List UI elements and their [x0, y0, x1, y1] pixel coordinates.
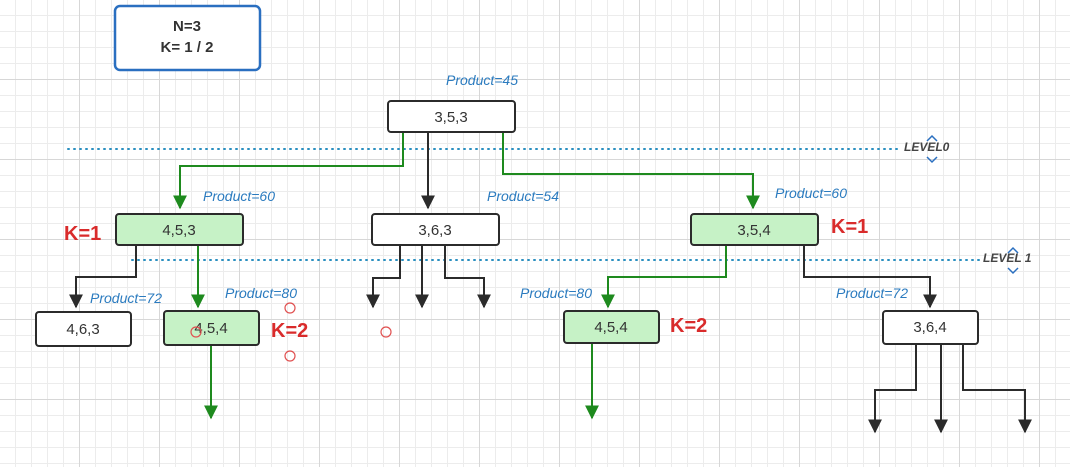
node-l1-left[interactable]: 4,5,3: [115, 213, 244, 246]
k-label-l2-c: K=2: [670, 315, 707, 337]
node-l1-mid-label: 3,6,3: [418, 222, 451, 239]
product-label-l2-b: Product=80: [225, 285, 297, 301]
edge-mid-1: [366, 246, 401, 309]
edge-left-a: [69, 246, 137, 309]
product-label-root: Product=45: [446, 72, 518, 88]
node-l1-right[interactable]: 3,5,4: [690, 213, 819, 246]
node-l2-a-label: 4,6,3: [66, 321, 99, 338]
product-label-l1-left: Product=60: [203, 188, 275, 204]
info-box-line1: N=3: [173, 18, 201, 35]
edge-root-left: [173, 133, 404, 210]
node-root-label: 3,5,3: [434, 109, 467, 126]
edge-root-right: [502, 133, 760, 210]
selection-handle[interactable]: [284, 302, 296, 314]
k-label-l1-left: K=1: [64, 223, 101, 245]
edge-d-3: [962, 345, 1032, 434]
level0-label: LEVEL0: [904, 140, 950, 154]
info-box[interactable]: N=3 K= 1 / 2: [113, 4, 262, 72]
product-label-l1-mid: Product=54: [487, 188, 559, 204]
node-l2-b-label: 4,5,4: [194, 320, 227, 337]
node-l1-left-label: 4,5,3: [162, 222, 195, 239]
info-box-line2: K= 1 / 2: [161, 39, 214, 56]
level1-anchor-icon: [1007, 246, 1019, 275]
edge-d-1: [868, 345, 917, 434]
selection-handle[interactable]: [190, 326, 202, 338]
k-label-l2-b: K=2: [271, 320, 308, 342]
node-l2-b[interactable]: 4,5,4: [163, 310, 260, 346]
product-label-l2-d: Product=72: [836, 285, 908, 301]
level1-label: LEVEL 1: [983, 251, 1032, 265]
node-root[interactable]: 3,5,3: [387, 100, 516, 133]
edge-mid-3: [444, 246, 491, 309]
selection-handle[interactable]: [284, 350, 296, 362]
node-l1-mid[interactable]: 3,6,3: [371, 213, 500, 246]
product-label-l1-right: Product=60: [775, 185, 847, 201]
selection-handle[interactable]: [380, 326, 392, 338]
node-l2-d[interactable]: 3,6,4: [882, 310, 979, 345]
node-l2-c[interactable]: 4,5,4: [563, 310, 660, 344]
node-l2-d-label: 3,6,4: [913, 319, 946, 336]
edge-right-d: [803, 246, 937, 309]
edge-right-c: [601, 246, 727, 309]
node-l1-right-label: 3,5,4: [737, 222, 770, 239]
k-label-l1-right: K=1: [831, 216, 868, 238]
node-l2-c-label: 4,5,4: [594, 319, 627, 336]
product-label-l2-c: Product=80: [520, 285, 592, 301]
node-l2-a[interactable]: 4,6,3: [35, 311, 132, 347]
level0-anchor-icon: [926, 134, 938, 164]
product-label-l2-a: Product=72: [90, 290, 162, 306]
